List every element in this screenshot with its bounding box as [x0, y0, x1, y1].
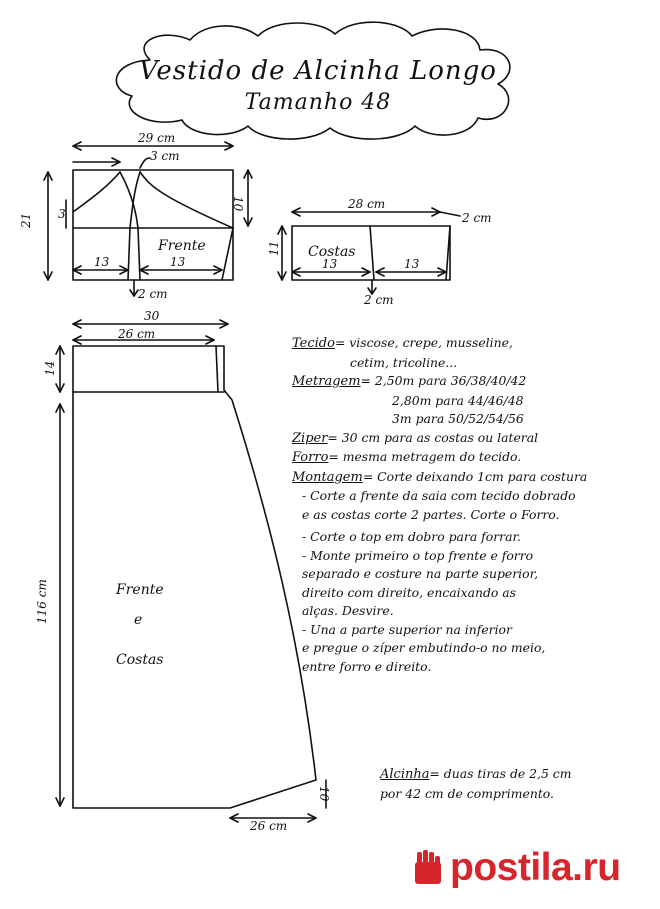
front-top-outline [72, 169, 234, 281]
forro-label: Forro [292, 450, 329, 465]
tecido-text: = viscose, crepe, musseline, [334, 335, 513, 350]
skirt-hem-width: 26 cm [249, 819, 287, 833]
step-3d: alças. Desvire. [302, 603, 394, 618]
front-top-label: Frente [157, 238, 206, 254]
page-title: Vestido de Alcinha Longo [139, 56, 497, 86]
front-drop-label: 10 [231, 196, 245, 212]
forro-text: = mesma metragem do tecido. [328, 449, 522, 464]
alcinha-text-1: = duas tiras de 2,5 cm [429, 766, 572, 781]
back-top-outline [291, 225, 451, 281]
skirt-label-2: e [134, 612, 142, 628]
metragem-3: 3m para 50/52/54/56 [392, 411, 524, 426]
back-width-label: 28 cm [347, 197, 385, 211]
front-bottom-ease: 2 cm [137, 287, 168, 301]
back-half-right: 13 [404, 257, 420, 271]
skirt-outline [72, 345, 317, 809]
back-bottom-ease: 2 cm [363, 293, 394, 307]
skirt-yoke-label: 14 [43, 361, 57, 376]
skirt-inner-width: 26 cm [117, 327, 155, 341]
front-width-label: 29 cm [137, 131, 175, 145]
alcinha-text-2: por 42 cm de comprimento. [380, 786, 554, 801]
logo-text: postila.ru [450, 846, 621, 889]
step-1a: - Corte a frente da saia com tecido dobr… [302, 488, 576, 503]
skirt-length-label: 116 cm [35, 579, 49, 624]
ziper-text: = 30 cm para as costas ou lateral [327, 429, 539, 445]
ziper-label: Ziper [292, 430, 328, 446]
skirt-outer-width: 30 [144, 309, 160, 323]
step-2: - Corte o top em dobro para forrar. [302, 529, 521, 544]
title-block: Vestido de Alcinha Longo Tamanho 48 [118, 38, 518, 134]
step-1b: e as costas corte 2 partes. Corte o Forr… [302, 506, 560, 522]
front-half-right: 13 [170, 255, 186, 269]
skirt-label-1: Frente [115, 582, 164, 598]
instructions: Tecido= viscose, crepe, musseline, cetim… [292, 334, 632, 676]
montagem-text: = Corte deixando 1cm para costura [362, 468, 588, 484]
postila-logo: postila.ru [410, 846, 650, 890]
back-right-ease: 2 cm [461, 211, 492, 225]
title-cloud [115, 21, 511, 140]
back-height-label: 11 [267, 241, 281, 256]
alcinha-note: Alcinha= duas tiras de 2,5 cm por 42 cm … [380, 764, 640, 803]
front-offset-label: 3 cm [150, 149, 180, 163]
montagem-label: Montagem [292, 469, 363, 485]
step-4b: e pregue o zíper embutindo-o no meio, [302, 640, 546, 655]
skirt-hem-rise: 10 [317, 786, 331, 802]
front-left-mark: 3 [58, 207, 66, 221]
tecido-text-2: cetim, tricoline... [350, 354, 458, 370]
step-4a: - Una a parte superior na inferior [302, 621, 512, 637]
page-subtitle: Tamanho 48 [244, 90, 392, 115]
alcinha-label: Alcinha [380, 767, 430, 782]
tecido-label: Tecido [292, 336, 335, 351]
step-4c: entre forro e direito. [302, 658, 432, 674]
front-height-label: 21 [19, 213, 33, 229]
step-3a: - Monte primeiro o top frente e forro [302, 547, 534, 563]
step-3c: direito com direito, encaixando as [302, 584, 517, 600]
back-top-label: Costas [308, 244, 355, 260]
metragem-1: = 2,50m para 36/38/40/42 [360, 373, 527, 388]
metragem-label: Metragem [292, 374, 361, 389]
postila-logo-icon [415, 850, 441, 884]
step-3b: separado e costure na parte superior, [302, 566, 539, 581]
front-half-left: 13 [94, 255, 110, 269]
metragem-2: 2,80m para 44/46/48 [392, 392, 524, 408]
back-half-left: 13 [322, 257, 338, 271]
skirt-label-3: Costas [116, 652, 163, 668]
